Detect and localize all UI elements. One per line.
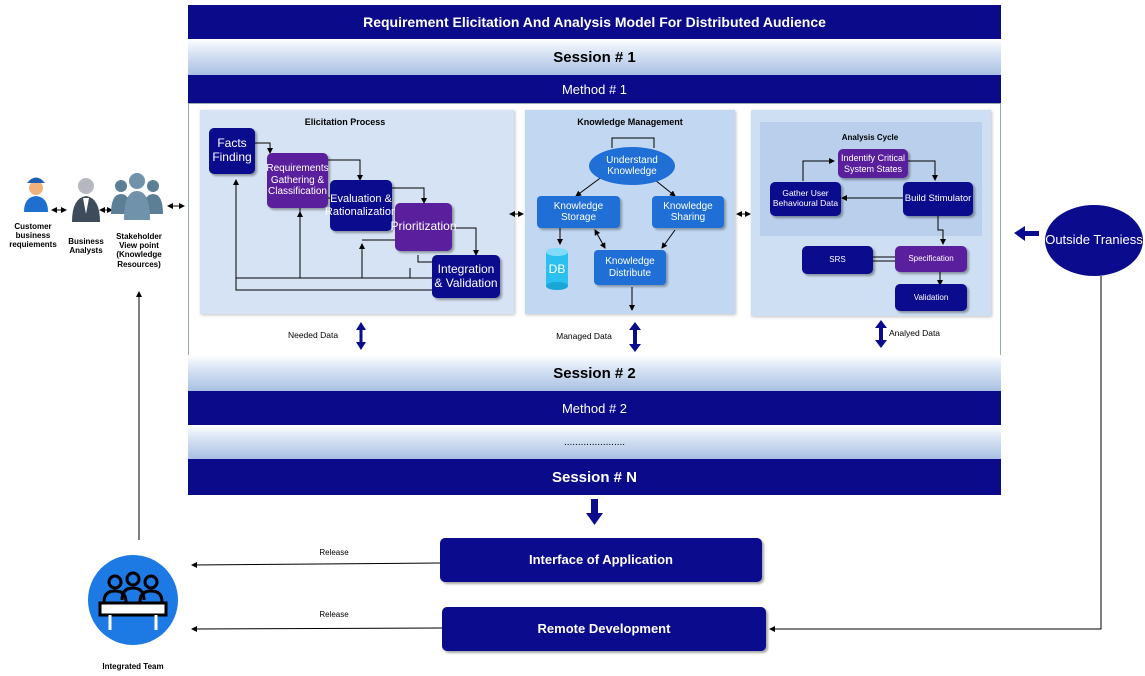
integration-validation-box: Integration & Validation [432,255,500,298]
needed-data-label: Needed Data [287,330,339,340]
database-icon [546,248,568,290]
requirements-gathering-box: Requirements Gathering & Classification [266,153,329,208]
knowledge-title: Knowledge Management [577,117,683,127]
release-label-2: Release [319,610,349,619]
analyzed-data-label: Analyed Data [889,328,941,338]
diagram-title: Requirement Elicitation And Analysis Mod… [188,5,1001,39]
remote-development-box: Remote Development [442,607,766,651]
knowledge-storage-box: Knowledge Storage [537,196,620,228]
integrated-team-icon [88,555,178,645]
specification-box: Specification [895,246,967,272]
evaluation-box: Evaluation & Rationalization [325,180,397,231]
session-2-header: Session # 2 [188,355,1001,391]
method-2-header: Method # 2 [188,391,1001,425]
session-1-header: Session # 1 [188,39,1001,75]
build-stimulator-box: Build Stimulator [903,182,973,216]
stakeholder-icon [111,173,163,220]
release-label-1: Release [319,548,349,557]
identify-critical-box: Indentify Critical System States [838,149,908,178]
method-1-header: Method # 1 [188,75,1001,103]
knowledge-distribute-box: Knowledge Distribute [594,250,666,285]
ellipsis-band: ...................... [188,425,1001,459]
validation-box: Validation [895,284,967,311]
analysts-label: Business Analysts [68,237,104,256]
knowledge-sharing-box: Knowledge Sharing [652,196,724,228]
gather-user-data-box: Gather User Behavioural Data [770,182,841,216]
prioritization-box: Prioritization [390,203,457,251]
outside-trainees-ellipse: Outside Traniess [1045,205,1143,276]
facts-finding-box: Facts Finding [209,128,255,174]
business-analyst-icon [72,178,100,222]
elicitation-title: Elicitation Process [304,117,386,127]
stakeholder-label: Stakeholder View point (Knowledge Resour… [116,232,162,269]
analysis-inner-panel [760,122,982,236]
interface-of-application-box: Interface of Application [440,538,762,582]
integrated-team-label: Integrated Team [102,662,164,671]
customer-label: Customer business requiements [9,222,57,250]
srs-box: SRS [802,246,873,274]
customer-icon [24,177,48,212]
db-label: DB [548,262,566,276]
understand-knowledge-ellipse: Understand Knowledge [589,147,675,185]
session-n-header: Session # N [188,459,1001,495]
analysis-title: Analysis Cycle [841,133,899,142]
managed-data-label: Managed Data [556,331,612,341]
